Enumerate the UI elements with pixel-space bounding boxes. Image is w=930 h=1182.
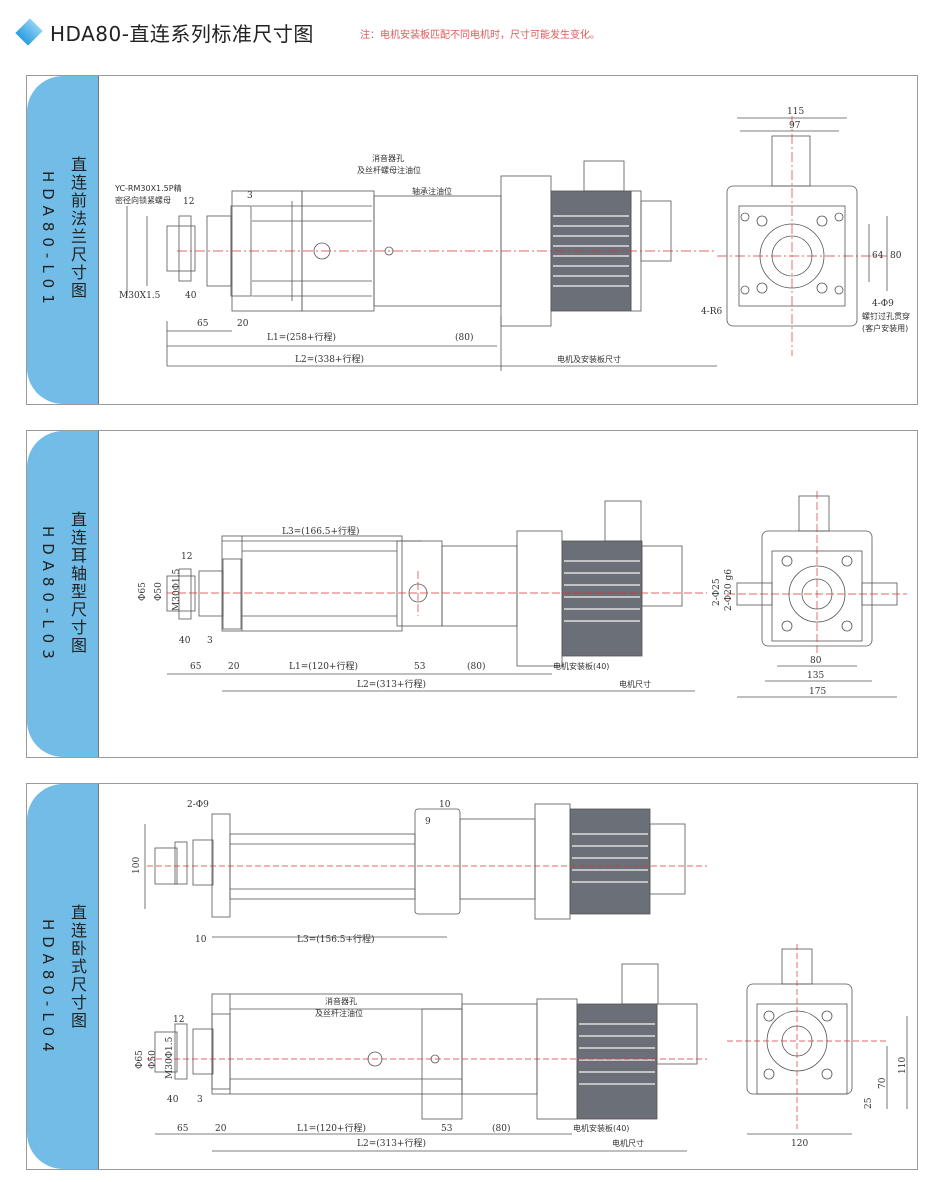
dimension-label: 12 xyxy=(183,197,194,207)
connector xyxy=(583,160,625,192)
dimension-label: 4-R6 xyxy=(701,307,723,317)
dimension-label: L2=(338+行程) xyxy=(295,353,364,365)
dimension-label: (80) xyxy=(467,661,485,672)
dimension-label: L1=(120+行程) xyxy=(289,660,358,672)
drawing-l01: YC-RM30X1.5P精 密径向锁紧螺母 12 3 M30X1.5 40 65… xyxy=(114,107,910,371)
dimension-label: L3=(156.5+行程) xyxy=(297,933,375,945)
dimension-label: 消音器孔 xyxy=(372,153,404,163)
dimension-label: Φ65 xyxy=(138,582,148,601)
dimension-label: 3 xyxy=(197,1095,203,1105)
tab-title-cn: 直连耳轴型尺寸图 xyxy=(68,511,87,655)
dimension-label: 20 xyxy=(237,319,249,329)
dimension-label: 电机尺寸 xyxy=(619,679,651,689)
dimension-label: 64 xyxy=(872,251,884,261)
dimension-label: 2-Φ20 g6 xyxy=(724,569,734,611)
dimension-label: 电机及安装板尺寸 xyxy=(557,354,621,364)
dimension-label: 70 xyxy=(878,1077,888,1089)
dimension-label: 80 xyxy=(810,656,822,666)
dimension-label: 40 xyxy=(167,1095,179,1105)
dimension-label: L3=(166.5+行程) xyxy=(282,525,360,537)
dimension-label: (80) xyxy=(455,332,473,343)
dimension-label: 电机安装板(40) xyxy=(553,661,609,671)
dimension-label: 轴承注油位 xyxy=(412,186,452,196)
tab-title-cn: 直连前法兰尺寸图 xyxy=(68,156,87,300)
diamond-icon xyxy=(15,18,43,46)
page-header: HDA80-直连系列标准尺寸图 xyxy=(14,14,314,50)
panel-l01: 直连前法兰尺寸图 HDA80-L01 xyxy=(26,75,918,405)
tab-title-en: HDA80-L03 xyxy=(39,526,57,665)
dimension-label: 10 xyxy=(195,935,207,945)
dimension-label: 9 xyxy=(425,817,431,827)
panel-tab-l04: 直连卧式尺寸图 HDA80-L04 xyxy=(27,784,99,1169)
dimension-label: 100 xyxy=(132,857,142,874)
dimension-label: 25 xyxy=(864,1097,874,1109)
dimension-label: 65 xyxy=(177,1124,189,1134)
dimension-label: 110 xyxy=(898,1057,908,1074)
panel-l04: 直连卧式尺寸图 HDA80-L04 xyxy=(26,783,918,1170)
dimension-label: 2-Φ9 xyxy=(187,800,209,810)
dimension-label: 12 xyxy=(181,552,192,562)
dimension-label: 12 xyxy=(173,1015,184,1025)
dimension-label: 53 xyxy=(441,1124,453,1134)
dimension-label: Φ50 xyxy=(154,582,164,601)
dimension-label: M30Φ1.5 xyxy=(165,1036,175,1079)
tab-title-en: HDA80-L01 xyxy=(39,171,57,310)
dimension-label: 及丝杆注油位 xyxy=(315,1008,363,1018)
dimension-label: Φ50 xyxy=(148,1050,158,1069)
header-note: 注：电机安装板匹配不同电机时，尺寸可能发生变化。 xyxy=(360,30,600,41)
dimension-label: M30X1.5 xyxy=(119,291,161,301)
dimension-label: 135 xyxy=(807,671,824,681)
dimension-label: 3 xyxy=(247,191,253,201)
dimension-label: 螺钉过孔贯穿 xyxy=(862,311,910,321)
dimension-label: 及丝杆螺母注油位 xyxy=(357,165,421,175)
dimension-label: 80 xyxy=(890,251,902,261)
tab-title-cn: 直连卧式尺寸图 xyxy=(68,904,87,1030)
dimension-label: 10 xyxy=(439,800,451,810)
dimension-label: 20 xyxy=(228,662,240,672)
rod-end xyxy=(166,225,196,272)
dimension-label: 40 xyxy=(179,636,191,646)
dimension-label: 53 xyxy=(414,662,426,672)
front-view-connector xyxy=(771,135,811,187)
encoder xyxy=(640,200,672,262)
dimension-label: L1=(258+行程) xyxy=(267,331,336,343)
dimension-label: Φ65 xyxy=(135,1050,145,1069)
drawing-l04: 2-Φ9 10 9 100 10 L3=(156.5+行程) 消音器孔 及丝杆注… xyxy=(132,800,908,1152)
dimension-label: 65 xyxy=(190,662,202,672)
dimension-label: M30Φ1.5 xyxy=(172,568,182,611)
dimension-label: 20 xyxy=(215,1124,227,1134)
dimension-label: 175 xyxy=(809,687,826,697)
dimension-label: YC-RM30X1.5P精 xyxy=(114,183,182,193)
dimension-label: 4-Φ9 xyxy=(872,299,894,309)
panel-tab-l01: 直连前法兰尺寸图 HDA80-L01 xyxy=(27,76,99,404)
dimension-label: 2-Φ25 xyxy=(712,578,722,606)
dimension-label: 65 xyxy=(197,319,209,329)
page-title: HDA80-直连系列标准尺寸图 xyxy=(50,21,314,46)
dimension-label: L2=(313+行程) xyxy=(357,678,426,690)
dimension-label: 消音器孔 xyxy=(325,996,357,1006)
dimension-label: 3 xyxy=(207,636,213,646)
dimension-label: 115 xyxy=(787,107,804,117)
dimension-label: 97 xyxy=(789,121,801,131)
dimension-label: L2=(313+行程) xyxy=(357,1137,426,1149)
dimension-label: (客户安装用) xyxy=(862,323,908,333)
drawing-l03: L3=(166.5+行程) 12 Φ65 Φ50 M30Φ1.5 40 3 65… xyxy=(138,491,907,698)
dimension-label: L1=(120+行程) xyxy=(297,1122,366,1134)
dimension-label: 120 xyxy=(791,1139,808,1149)
dimension-label: 密径向锁紧螺母 xyxy=(115,195,171,205)
dimension-label: (80) xyxy=(492,1123,510,1134)
dimension-label: 电机尺寸 xyxy=(612,1138,644,1148)
tab-title-en: HDA80-L04 xyxy=(39,919,57,1058)
dimension-label: 40 xyxy=(185,291,197,301)
panel-tab-l03: 直连耳轴型尺寸图 HDA80-L03 xyxy=(27,431,99,757)
panel-l03: 直连耳轴型尺寸图 HDA80-L03 xyxy=(26,430,918,758)
lock-nut xyxy=(178,215,192,282)
dimension-label: 电机安装板(40) xyxy=(573,1123,629,1133)
